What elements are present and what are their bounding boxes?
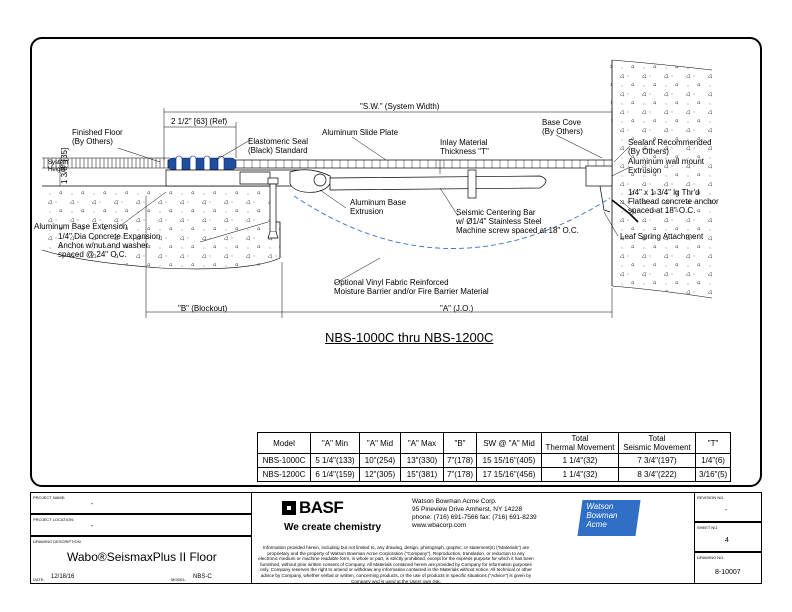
jo-label: "A" (J.O.) [440,304,474,313]
wba-logo-text: Watson Bowman Acme [586,502,618,529]
spec-table: Model "A" Min "A" Mid "A" Max "B" SW @ "… [257,432,732,482]
expansion-anchor [267,177,279,239]
ref-dimension-label: 2 1/2" [63] (Ref) [171,117,228,126]
blockout-label: "B" (Blockout) [178,304,228,313]
table-cell: 10"(254) [359,453,401,468]
elastomeric-seal-label: Elastomeric Seal (Black) Standard [248,137,309,155]
table-cell: 15"(381) [400,467,444,482]
table-cell: 7 3/4"(197) [618,453,696,468]
table-header: "A" Mid [359,432,401,454]
revision: - [725,507,728,514]
left-concrete-slab [42,186,280,269]
disclaimer: Information provided herein, including b… [258,545,534,584]
table-header: "B" [443,432,477,454]
drawing-no: 8-10007 [715,569,741,576]
table-header-row: Model "A" Min "A" Mid "A" Max "B" SW @ "… [257,432,732,454]
drawing-no-label: DRAWING NO. [697,555,725,560]
wba-logo: Watson Bowman Acme [577,500,641,536]
basf-tagline: We create chemistry [284,522,382,533]
table-cell: 7"(178) [443,453,477,468]
sheet: 4 [725,537,729,544]
table-cell: 7"(178) [443,467,477,482]
table-cell: 12"(305) [359,467,401,482]
table-cell: 13"(330) [400,453,444,468]
leaf-spring-label: Leaf Spring Attachment [620,232,704,241]
company-address: 95 Pineview Drive Amherst, NY 14228 [412,506,523,513]
model-label: MODEL: [171,577,187,582]
base-cove-label: Base Cove (By Others) [542,118,583,136]
project-location-box: PROJECT LOCATION: - [30,514,252,536]
sheet-box: SHEET NO. 4 [694,522,762,552]
base-extension-label: Aluminum Base Extension [34,222,128,231]
date-label: DATE: [33,577,45,582]
basf-logo-text: BASF [299,498,344,517]
sheet-label: SHEET NO. [697,525,719,530]
drawing-description: Wabo®SeismaxPlus II Floor [67,550,217,564]
drawing-description-box: DRAWING DESCRIPTION Wabo®SeismaxPlus II … [30,536,252,584]
sealant-label: Sealant Recommended (By Others) [628,138,712,156]
inlay-label: Inlay Material Thickness "T" [440,138,489,156]
table-header: "A" Max [400,432,444,454]
table-cell: 1 1/4"(32) [541,453,619,468]
finished-floor-label: Finished Floor (By Others) [72,128,123,146]
company-phone: phone: (716) 691-7566 fax: (716) 691-823… [412,514,537,521]
vinyl-barrier [293,195,611,249]
table-cell: 3/16"(5) [694,467,732,482]
base-extrusion [165,169,332,193]
table-cell: 15 15/16"(405) [476,453,542,468]
table-cell: NBS-1200C [257,467,311,482]
vinyl-barrier-label: Optional Vinyl Fabric Reinforced Moistur… [334,278,489,296]
anchor-label: 1/4" Dia Concrete Expansion Anchor w/nut… [58,232,161,259]
finished-floor-hatch [42,157,170,169]
table-cell: 6 1/4"(159) [310,467,360,482]
date: 12/18/16 [51,574,75,580]
table-cell: 1 1/4"(32) [541,467,619,482]
table-header: SW @ "A" Mid [476,432,542,454]
revision-box: REVISION NO. - [694,492,762,522]
drawing-description-label: DRAWING DESCRIPTION [33,539,81,544]
table-header: "T" [694,432,732,454]
table-header: "A" Min [310,432,360,454]
company-info: Watson Bowman Acme Corp. 95 Pineview Dri… [412,498,537,530]
table-cell: 8 3/4"(222) [618,467,696,482]
slide-plate-label: Aluminum Slide Plate [322,128,399,137]
drawing-frame [30,37,762,487]
table-header: Model [257,432,311,454]
centering-bar [329,169,547,199]
basf-logo-mark [282,501,296,515]
table-cell: NBS-1000C [257,453,311,468]
drawing-title: NBS-1000C thru NBS-1200C [325,330,494,345]
base-extrusion-label: Aluminum Base Extrusion [350,198,407,216]
table-cell: 1/4"(6) [694,453,732,468]
right-concrete-wall [610,60,712,298]
wall-mount-label: Aluminum wall mount Extrusion [628,157,705,175]
flathead-anchor-label: 1/4" x 1 3/4" lg Thr'd Flathead concrete… [628,188,719,215]
project-name-label: PROJECT NAME: [33,495,66,500]
system-height-label: System Height [48,160,69,173]
table-header: Total Thermal Movement [541,432,619,454]
wall-mount-extrusion [585,165,639,223]
project-name-box: PROJECT NAME: - [30,492,252,514]
table-cell: 5 1/4"(133) [310,453,360,468]
project-location: - [91,523,94,530]
centering-bar-label: Seismic Centering Bar w/ Ø1/4" Stainless… [456,208,579,235]
system-width-label: "S.W." (System Width) [360,102,440,111]
basf-logo: BASF [282,498,344,518]
project-name: - [91,501,94,508]
table-header: Total Seismic Movement [618,432,696,454]
drawing-no-box: DRAWING NO. 8-10007 [694,552,762,584]
table-row: NBS-1000C 5 1/4"(133) 10"(254) 13"(330) … [257,453,732,468]
company-web: www.wbacorp.com [412,522,467,529]
elastomeric-seal [167,155,237,173]
revision-label: REVISION NO. [697,495,725,500]
company-name: Watson Bowman Acme Corp. [412,498,497,505]
model: NBS-C [193,574,212,580]
project-location-label: PROJECT LOCATION: [33,517,74,522]
table-row: NBS-1200C 6 1/4"(159) 12"(305) 15"(381) … [257,467,732,482]
table-cell: 17 15/16"(456) [476,467,542,482]
